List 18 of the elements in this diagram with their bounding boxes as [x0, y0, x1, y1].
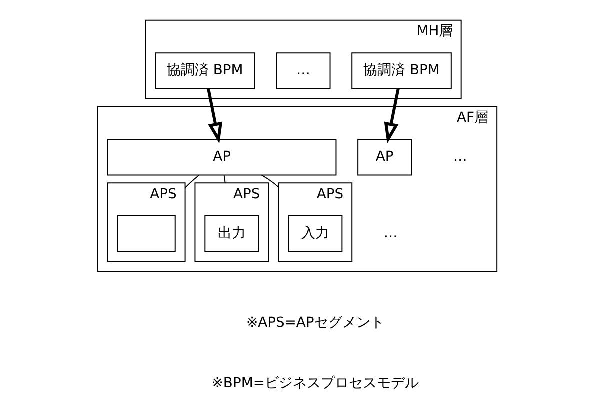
label: …	[383, 225, 398, 242]
node-box: 入力	[288, 215, 342, 252]
connector	[260, 174, 279, 188]
arrow	[384, 88, 400, 144]
arrow	[206, 88, 222, 144]
cluster: APS	[106, 182, 186, 262]
label: ※APS=APセグメント	[246, 314, 384, 331]
node-box: 協調済 BPM	[154, 52, 255, 90]
connector	[223, 174, 226, 184]
node-box: 協調済 BPM	[351, 52, 452, 90]
node-box: 出力	[204, 215, 259, 252]
node-box: AP	[106, 138, 336, 176]
connector	[184, 174, 200, 188]
label: …	[452, 149, 467, 166]
node-box: AP	[357, 138, 412, 176]
node-box: …	[276, 52, 330, 90]
node-box	[116, 215, 176, 252]
label: ※BPM=ビジネスプロセスモデル	[211, 375, 418, 392]
